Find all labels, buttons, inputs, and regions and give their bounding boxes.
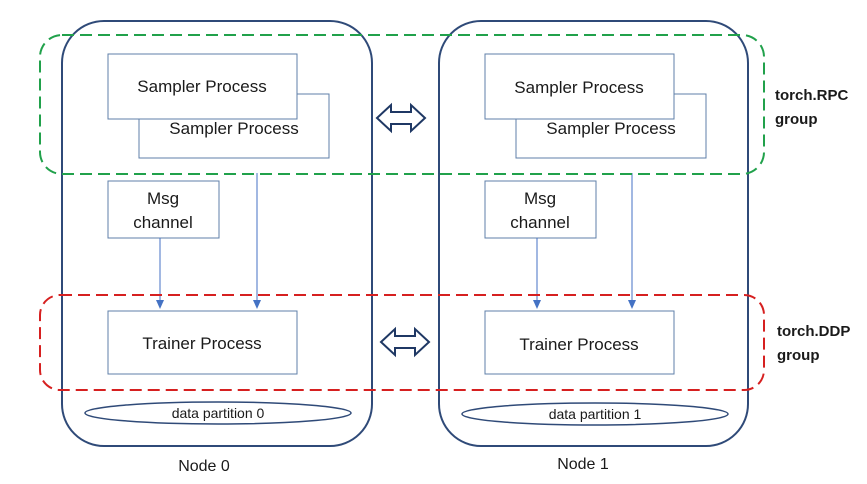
- node-0-partition-label: data partition 0: [172, 405, 265, 421]
- node-0-border: [61, 20, 373, 447]
- node-1-msg-line2: channel: [510, 213, 570, 232]
- ddp-double-arrow-icon: [379, 326, 431, 358]
- node-0-sampler-front-label: Sampler Process: [137, 77, 266, 96]
- node-1-border: [438, 20, 749, 447]
- ddp-group-label-line1: torch.DDP: [777, 323, 850, 340]
- node-1: Sampler Process Sampler Process Msg chan…: [438, 20, 749, 473]
- rpc-double-arrow-icon: [375, 102, 427, 134]
- node-0-msg-line1: Msg: [147, 189, 179, 208]
- node-0-label: Node 0: [178, 458, 230, 475]
- node-1-sampler-front-box: [484, 53, 675, 120]
- node-0-trainer-box: [107, 310, 298, 375]
- ddp-group-label-line2: group: [777, 347, 820, 364]
- node-1-trainer-box: [484, 310, 675, 375]
- node-0-msg-line2: channel: [133, 213, 193, 232]
- node-1-sampler-back-label: Sampler Process: [546, 119, 675, 138]
- node-0-msg-channel-box: [107, 180, 220, 239]
- rpc-group-outline: [39, 34, 765, 175]
- node-0-sampler-front-box: [107, 53, 298, 120]
- node-0-partition-ellipse: [84, 401, 352, 425]
- node-0: Sampler Process Sampler Process Msg chan…: [61, 20, 373, 475]
- ddp-group-outline: [39, 294, 765, 391]
- node-1-label: Node 1: [557, 456, 609, 473]
- node-0-trainer-label: Trainer Process: [142, 334, 261, 353]
- node-1-msg-line1: Msg: [524, 189, 556, 208]
- node-1-sampler-front-label: Sampler Process: [514, 78, 643, 97]
- node-1-partition-ellipse: [461, 402, 729, 426]
- node-1-partition-label: data partition 1: [549, 406, 642, 422]
- node-0-sampler-back-label: Sampler Process: [169, 119, 298, 138]
- rpc-group-label-line2: group: [775, 111, 818, 128]
- node-1-msg-channel-box: [484, 180, 597, 239]
- rpc-group-label-line1: torch.RPC: [775, 87, 849, 104]
- node-1-trainer-label: Trainer Process: [519, 335, 638, 354]
